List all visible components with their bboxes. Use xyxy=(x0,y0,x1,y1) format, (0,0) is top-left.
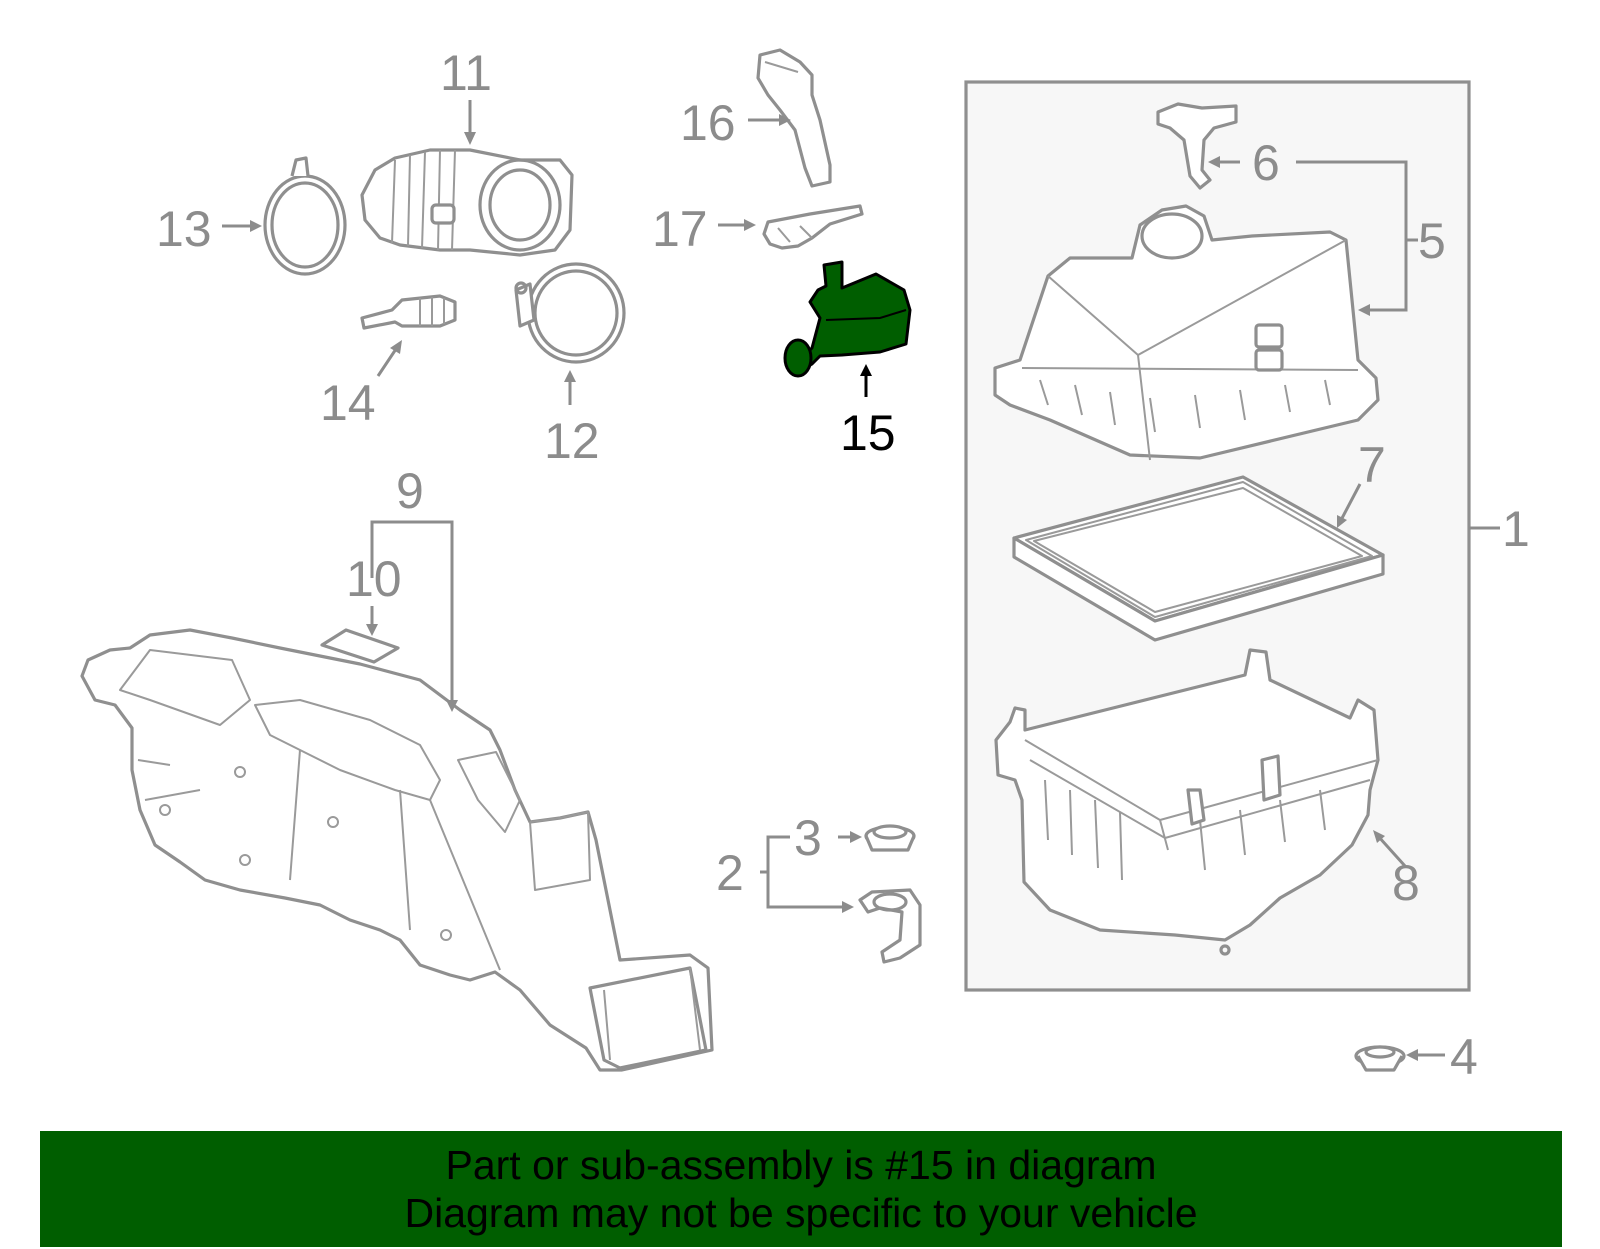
callout-17[interactable]: 17 xyxy=(652,201,708,257)
part-2-bracket[interactable] xyxy=(858,888,922,964)
callout-2[interactable]: 2 xyxy=(716,845,744,901)
callout-5[interactable]: 5 xyxy=(1418,213,1446,269)
part-5-air-cleaner-cap[interactable] xyxy=(993,204,1380,461)
callout-16[interactable]: 16 xyxy=(680,95,736,151)
part-9-air-inlet-duct[interactable] xyxy=(80,628,714,1072)
part-15-resonator-highlighted[interactable] xyxy=(783,260,912,378)
footer-banner: Part or sub-assembly is #15 in diagram D… xyxy=(40,1131,1562,1247)
callout-7[interactable]: 7 xyxy=(1358,437,1386,493)
callout-3[interactable]: 3 xyxy=(794,810,822,866)
callout-8[interactable]: 8 xyxy=(1392,855,1420,911)
callout-15[interactable]: 15 xyxy=(840,405,896,461)
part-10-label[interactable] xyxy=(320,628,400,664)
callout-labels: 1 2 3 4 5 6 7 8 9 10 11 12 13 14 15 16 1… xyxy=(156,45,1530,1085)
callout-12[interactable]: 12 xyxy=(544,413,600,469)
footer-line-part-reference: Part or sub-assembly is #15 in diagram xyxy=(445,1142,1157,1188)
part-16-tube[interactable] xyxy=(756,48,832,188)
part-8-air-cleaner-case[interactable] xyxy=(994,648,1380,956)
part-17-bracket[interactable] xyxy=(762,204,864,250)
part-14-sensor[interactable] xyxy=(360,294,457,330)
part-13-hose-clamp[interactable] xyxy=(263,156,347,276)
callout-14[interactable]: 14 xyxy=(320,375,376,431)
part-12-hose-clamp[interactable] xyxy=(514,262,626,364)
part-3-grommet[interactable] xyxy=(864,824,916,852)
callout-4[interactable]: 4 xyxy=(1450,1029,1478,1085)
callout-13[interactable]: 13 xyxy=(156,201,212,257)
footer-line-disclaimer: Diagram may not be specific to your vehi… xyxy=(404,1190,1198,1236)
leader-lines xyxy=(222,100,1500,1061)
callout-10[interactable]: 10 xyxy=(346,551,402,607)
part-4-grommet[interactable] xyxy=(1354,1045,1406,1072)
part-7-filter-element[interactable] xyxy=(1012,475,1385,642)
part-6-clip[interactable] xyxy=(1156,102,1238,190)
callout-9[interactable]: 9 xyxy=(396,463,424,519)
callout-11[interactable]: 11 xyxy=(440,45,492,101)
callout-6[interactable]: 6 xyxy=(1252,135,1280,191)
part-11-intake-hose[interactable] xyxy=(360,148,574,257)
callout-1[interactable]: 1 xyxy=(1502,501,1530,557)
